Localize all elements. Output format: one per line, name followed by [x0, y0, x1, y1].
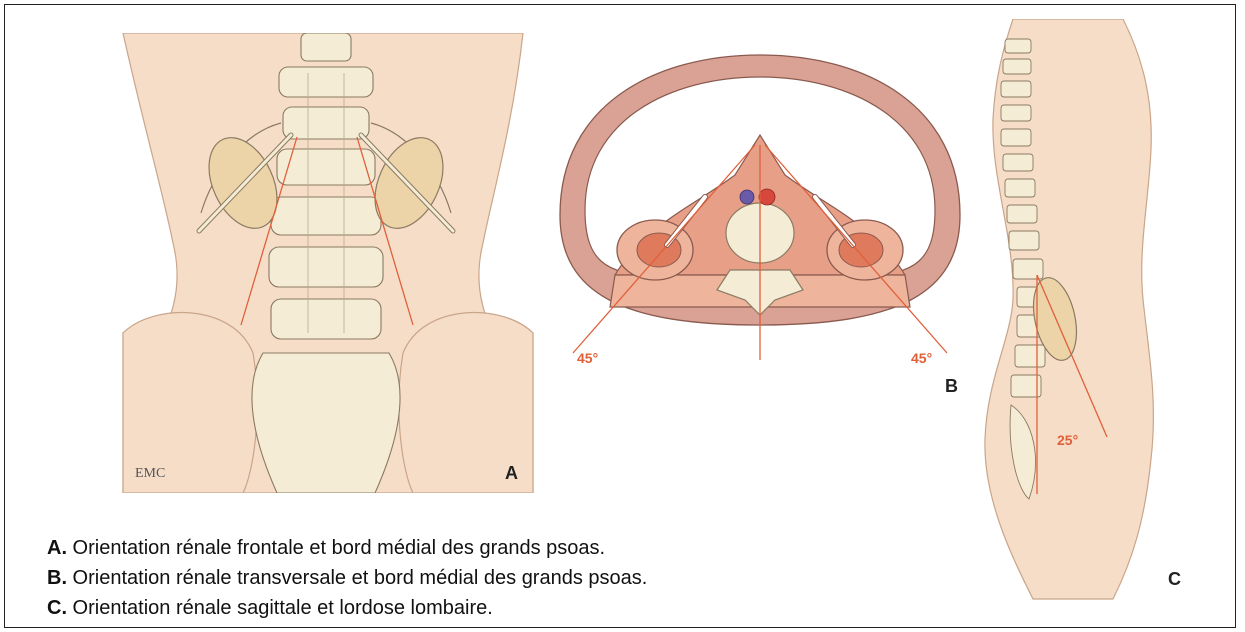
- figure-frame: EMC A: [4, 4, 1236, 628]
- panel-b-angle-left: 45°: [577, 350, 598, 366]
- panel-b-transverse-view: 45° 45° B: [555, 45, 965, 400]
- aorta: [759, 189, 775, 205]
- panel-a-letter: A: [505, 463, 518, 483]
- panel-b-letter: B: [945, 376, 958, 396]
- caption-text-a: Orientation rénale frontale et bord médi…: [67, 537, 605, 559]
- caption-label-a: A.: [47, 537, 67, 559]
- panel-b-illustration: 45° 45° B: [555, 45, 965, 400]
- caption-text-b: Orientation rénale transversale et bord …: [67, 567, 647, 589]
- caption-text-c: Orientation rénale sagittale et lordose …: [67, 597, 493, 619]
- caption-line-a: A. Orientation rénale frontale et bord m…: [47, 533, 647, 563]
- panel-c-angle: 25°: [1057, 432, 1078, 448]
- vena-cava: [740, 190, 754, 204]
- caption-line-c: C. Orientation rénale sagittale et lordo…: [47, 593, 647, 623]
- figure-caption: A. Orientation rénale frontale et bord m…: [47, 533, 647, 623]
- panel-a-signature: EMC: [135, 466, 165, 481]
- caption-label-c: C.: [47, 597, 67, 619]
- panel-c-letter: C: [1168, 569, 1181, 589]
- panel-a-frontal-view: EMC A: [113, 33, 543, 493]
- caption-label-b: B.: [47, 567, 67, 589]
- panel-b-angle-right: 45°: [911, 350, 932, 366]
- caption-line-b: B. Orientation rénale transversale et bo…: [47, 563, 647, 593]
- panel-c-sagittal-view: 25° C: [973, 19, 1193, 609]
- panel-c-illustration: 25° C: [973, 19, 1193, 609]
- panel-a-illustration: EMC A: [113, 33, 543, 493]
